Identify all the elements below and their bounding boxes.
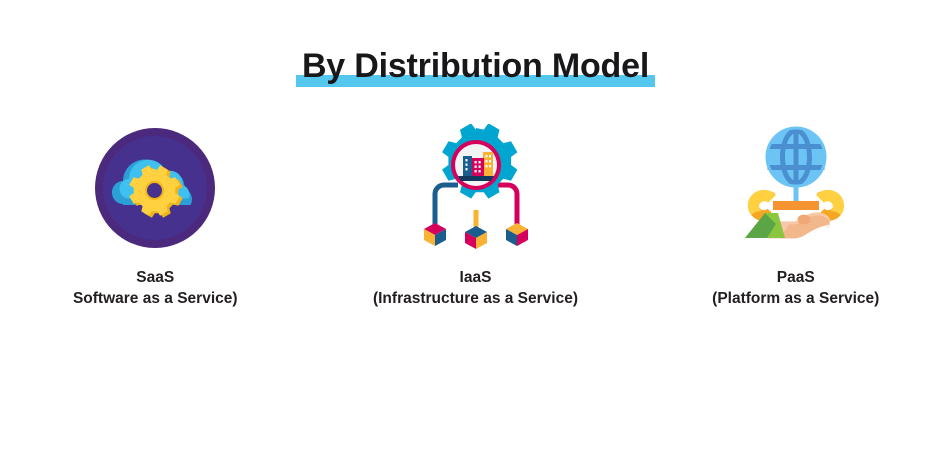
label-iaas-abbr: IaaS: [459, 269, 492, 286]
label-saas-expansion: Software as a Service): [72, 290, 238, 307]
page-title-text: By Distribution Model: [301, 47, 650, 85]
page-title: By Distribution Model: [295, 44, 656, 88]
label-paas-abbr: PaaS: [776, 269, 815, 286]
label-group-saas: SaaS Software as a Service): [5, 267, 305, 309]
label-paas-expansion: (Platform as a Service): [712, 290, 880, 307]
cloud-gear-icon: [95, 127, 216, 248]
title-highlight-bar: [295, 75, 656, 87]
card-saas[interactable]: SaaS Software as a Service): [0, 120, 311, 309]
page-title-container: By Distribution Model: [0, 44, 951, 88]
label-group-paas: PaaS (Platform as a Service): [646, 267, 946, 309]
cube-middle: [464, 225, 487, 249]
cube-left: [423, 222, 446, 246]
globe-wrench-hand-icon: [744, 126, 844, 238]
card-iaas[interactable]: IaaS (Infrastructure as a Service): [311, 120, 641, 309]
label-group-iaas: IaaS (Infrastructure as a Service): [311, 267, 641, 309]
label-iaas-expansion: (Infrastructure as a Service): [372, 290, 579, 307]
distribution-model-cards: SaaS Software as a Service): [0, 120, 951, 309]
icon-slot-saas: [93, 120, 217, 255]
cube-right: [505, 222, 528, 246]
card-paas[interactable]: PaaS (Platform as a Service): [641, 120, 951, 309]
icon-slot-iaas: [410, 120, 542, 255]
icon-slot-paas: [730, 120, 862, 255]
label-saas-abbr: SaaS: [136, 269, 175, 286]
gear-network-icon: [423, 123, 528, 249]
